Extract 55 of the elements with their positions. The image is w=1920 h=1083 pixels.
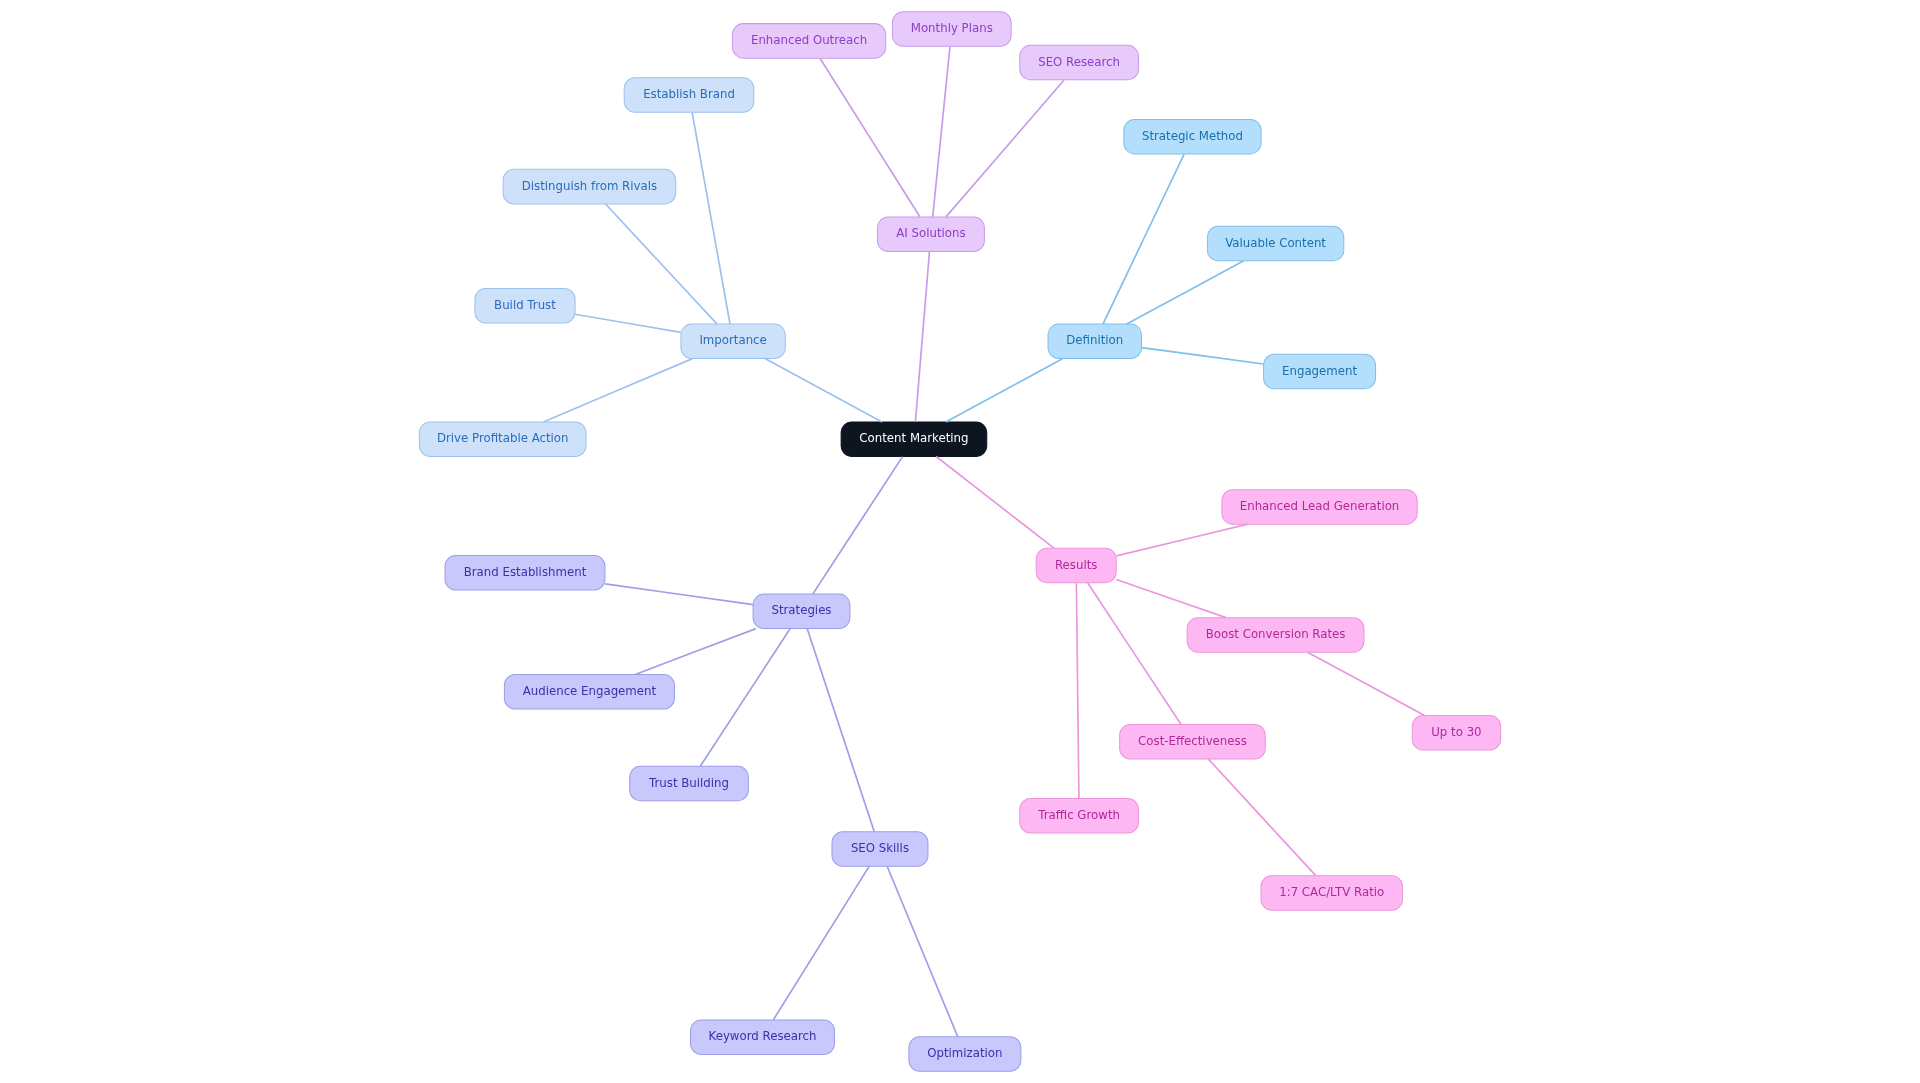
connector	[634, 627, 757, 676]
connector	[1125, 259, 1245, 325]
connector	[1207, 758, 1317, 877]
connector	[542, 357, 694, 423]
connector	[574, 313, 682, 334]
connector	[772, 865, 870, 1021]
connector	[1102, 153, 1185, 325]
connector	[812, 455, 904, 595]
connector	[945, 79, 1065, 218]
node-box: Cost-Effectiveness	[1119, 724, 1266, 760]
connector	[931, 45, 951, 218]
connector	[1115, 578, 1227, 619]
node-box: SEO Skills	[831, 831, 929, 867]
connector	[914, 250, 931, 423]
node-box: Audience Engagement	[503, 674, 675, 710]
node-box: Boost Conversion Rates	[1186, 617, 1365, 653]
connector	[764, 357, 883, 423]
connector	[604, 203, 718, 325]
node-box: Enhanced Outreach	[731, 23, 887, 59]
connector	[1140, 346, 1265, 365]
connector	[1075, 582, 1080, 800]
node-box: Strategic Method	[1123, 118, 1262, 155]
node-box: Build Trust	[474, 287, 576, 324]
connector	[945, 357, 1064, 423]
node-box: Definition	[1047, 323, 1142, 360]
node-box: Enhanced Lead Generation	[1221, 489, 1418, 525]
node-box: Strategies	[752, 593, 851, 630]
node-box: 1:7 CAC/LTV Ratio	[1260, 875, 1403, 911]
connector	[886, 865, 959, 1038]
node-box: Engagement	[1263, 353, 1377, 390]
connector	[819, 57, 921, 218]
connector	[935, 455, 1055, 550]
node-box: Traffic Growth	[1019, 798, 1139, 834]
node-box: Keyword Research	[690, 1019, 835, 1055]
node-box: Trust Building	[629, 765, 749, 802]
node-box: Optimization	[908, 1036, 1022, 1072]
node-box: Distinguish from Rivals	[502, 168, 677, 205]
connector	[1086, 582, 1182, 726]
node-box: Up to 30	[1411, 715, 1502, 751]
node-box: Importance	[680, 323, 786, 360]
connector	[1306, 651, 1426, 717]
node-box: Valuable Content	[1206, 225, 1345, 262]
connector	[1115, 523, 1249, 557]
node-box: Brand Establishment	[444, 554, 606, 591]
node-box: Results	[1035, 547, 1117, 584]
node-box: AI Solutions	[876, 216, 985, 253]
connector	[691, 111, 731, 325]
node-box: Content Marketing	[840, 421, 988, 457]
node-box: Establish Brand	[623, 77, 755, 113]
connector	[699, 627, 791, 767]
node-box: SEO Research	[1019, 44, 1139, 81]
node-box: Drive Profitable Action	[418, 421, 587, 457]
connector	[604, 583, 754, 606]
node-box: Monthly Plans	[891, 11, 1012, 47]
connector	[806, 628, 876, 833]
